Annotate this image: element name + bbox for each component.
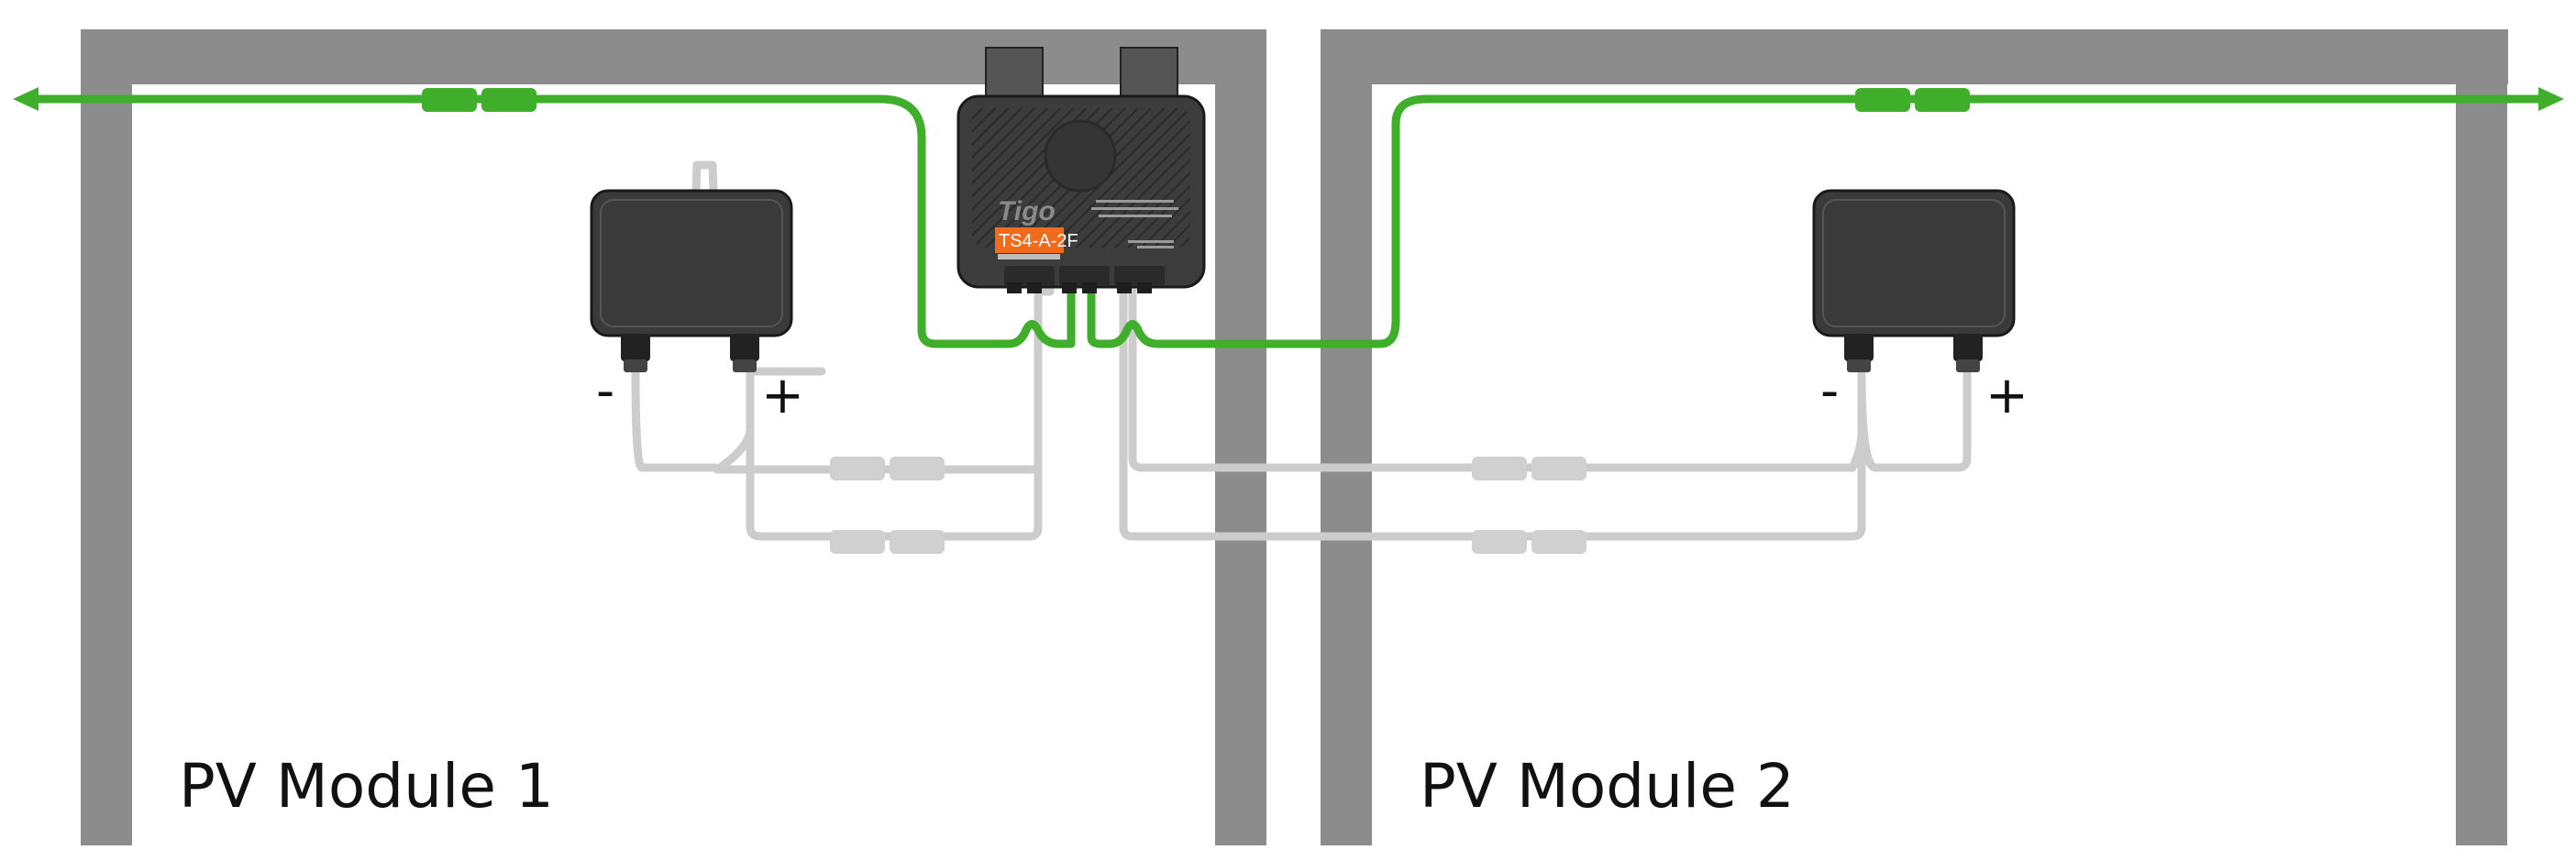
optimizer-model: TS4-A-2F: [999, 231, 1078, 251]
mc4-connector: [1531, 457, 1587, 480]
barcode: [998, 254, 1060, 259]
mc4-connector: [1915, 88, 1970, 112]
arrow-right-icon: [2538, 87, 2564, 111]
green-arrowheads: [13, 87, 2564, 111]
tigo-logo-emboss: [1044, 119, 1117, 193]
optimizer-terminals: [1004, 266, 1165, 286]
mc4-connector: [890, 530, 945, 554]
pv-module-1-frame: [81, 29, 1266, 845]
module-1-label: PV Module 1: [179, 751, 554, 822]
model-label: [995, 227, 1064, 253]
mc4-connector: [830, 530, 885, 554]
arrow-left-icon: [13, 87, 39, 111]
terminal-ports: [1007, 282, 1152, 293]
polarity-negative-2: -: [1820, 361, 1839, 421]
mc4-connector: [1472, 530, 1527, 554]
pv-module-2-frame: [1321, 29, 2508, 845]
mc4-connector: [481, 88, 536, 112]
polarity-positive-2: +: [1985, 366, 2029, 425]
mc4-connector: [1472, 457, 1527, 480]
junction-box-1: [590, 189, 793, 372]
cable-gland: [730, 334, 759, 372]
mc4-connector: [1531, 530, 1587, 554]
grey-connectors: [830, 457, 1587, 554]
string-cable: [32, 94, 2545, 348]
polarity-negative-1: -: [596, 361, 614, 421]
tigo-optimizer: Tigo TS4-A-2F: [956, 47, 1206, 293]
module-2-label: PV Module 2: [1420, 751, 1795, 822]
mc4-connector: [422, 88, 477, 112]
junction-box-2: [1812, 189, 2016, 372]
cable-gland: [1953, 334, 1983, 372]
mc4-connector: [830, 457, 885, 480]
mc4-connector: [1855, 88, 1910, 112]
green-connectors: [422, 88, 1970, 112]
mc4-connector: [890, 457, 945, 480]
polarity-positive-1: +: [761, 366, 804, 425]
cable-gland: [621, 334, 650, 372]
optimizer-brand: Tigo: [998, 196, 1056, 226]
spec-text-lines: [1091, 200, 1178, 248]
cable-gland: [1844, 334, 1874, 372]
